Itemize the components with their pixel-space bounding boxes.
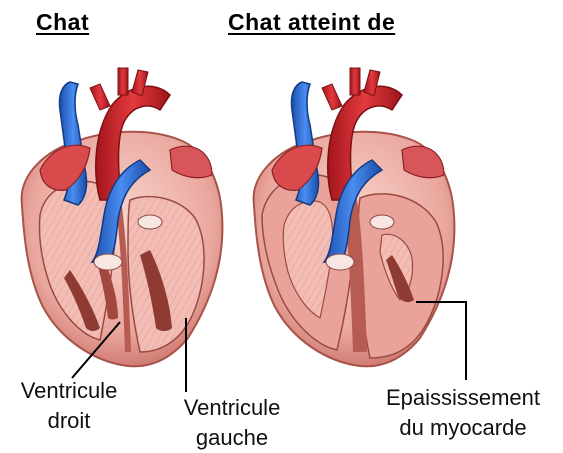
heart-hcm [254,68,455,366]
label-right-ventricle-line2: droit [4,406,134,436]
label-left-ventricle-line2: gauche [162,423,302,453]
label-right-ventricle: Ventricule droit [4,376,134,436]
heart-normal [22,68,223,366]
label-right-ventricle-line1: Ventricule [4,376,134,406]
label-left-ventricle: Ventricule gauche [162,393,302,453]
label-myocardial-thickening-line1: Epaississement [366,383,560,413]
label-left-ventricle-line1: Ventricule [162,393,302,423]
label-myocardial-thickening: Epaississement du myocarde [366,383,560,443]
label-myocardial-thickening-line2: du myocarde [366,413,560,443]
